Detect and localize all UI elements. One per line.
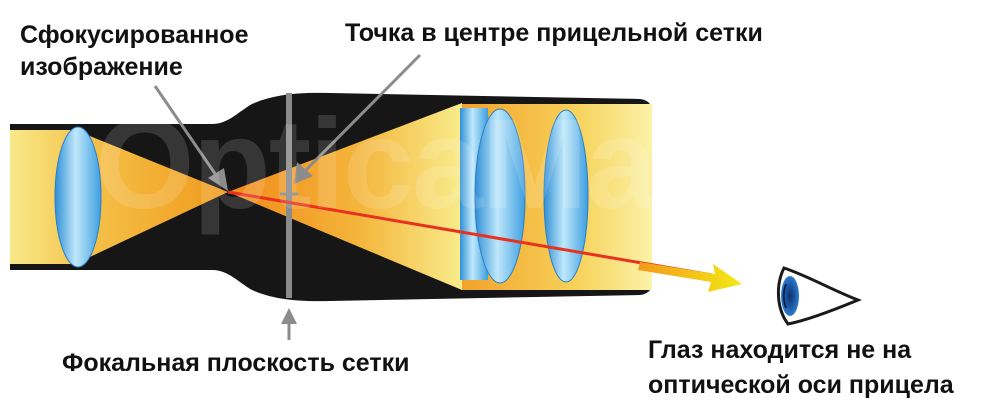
center-dot-pointer [294,53,422,184]
off-axis-ray [227,190,713,277]
diverging-light-cone [228,103,462,290]
focused-image-pointer [153,85,228,191]
focused-image-label-line2: изображение [20,53,183,81]
focused-image-label-line1: Сфокусированное [20,21,249,49]
exit-ray-arrow [638,262,742,292]
objective-lens [54,126,102,268]
eyepiece-lens-1 [474,108,526,284]
reticle-focal-plane-label: Фокальная плоскость сетки [62,349,410,377]
reticle-center-dot-label: Точка в центре прицельной сетки [345,19,763,47]
eyepiece-lens-2 [543,109,589,283]
eye-off-axis-label-line2: оптической оси прицела [648,371,954,399]
focal-plane-pointer [281,308,297,340]
eye-icon [777,266,863,326]
eye-off-axis-label-line1: Глаз находится не на [648,336,912,364]
